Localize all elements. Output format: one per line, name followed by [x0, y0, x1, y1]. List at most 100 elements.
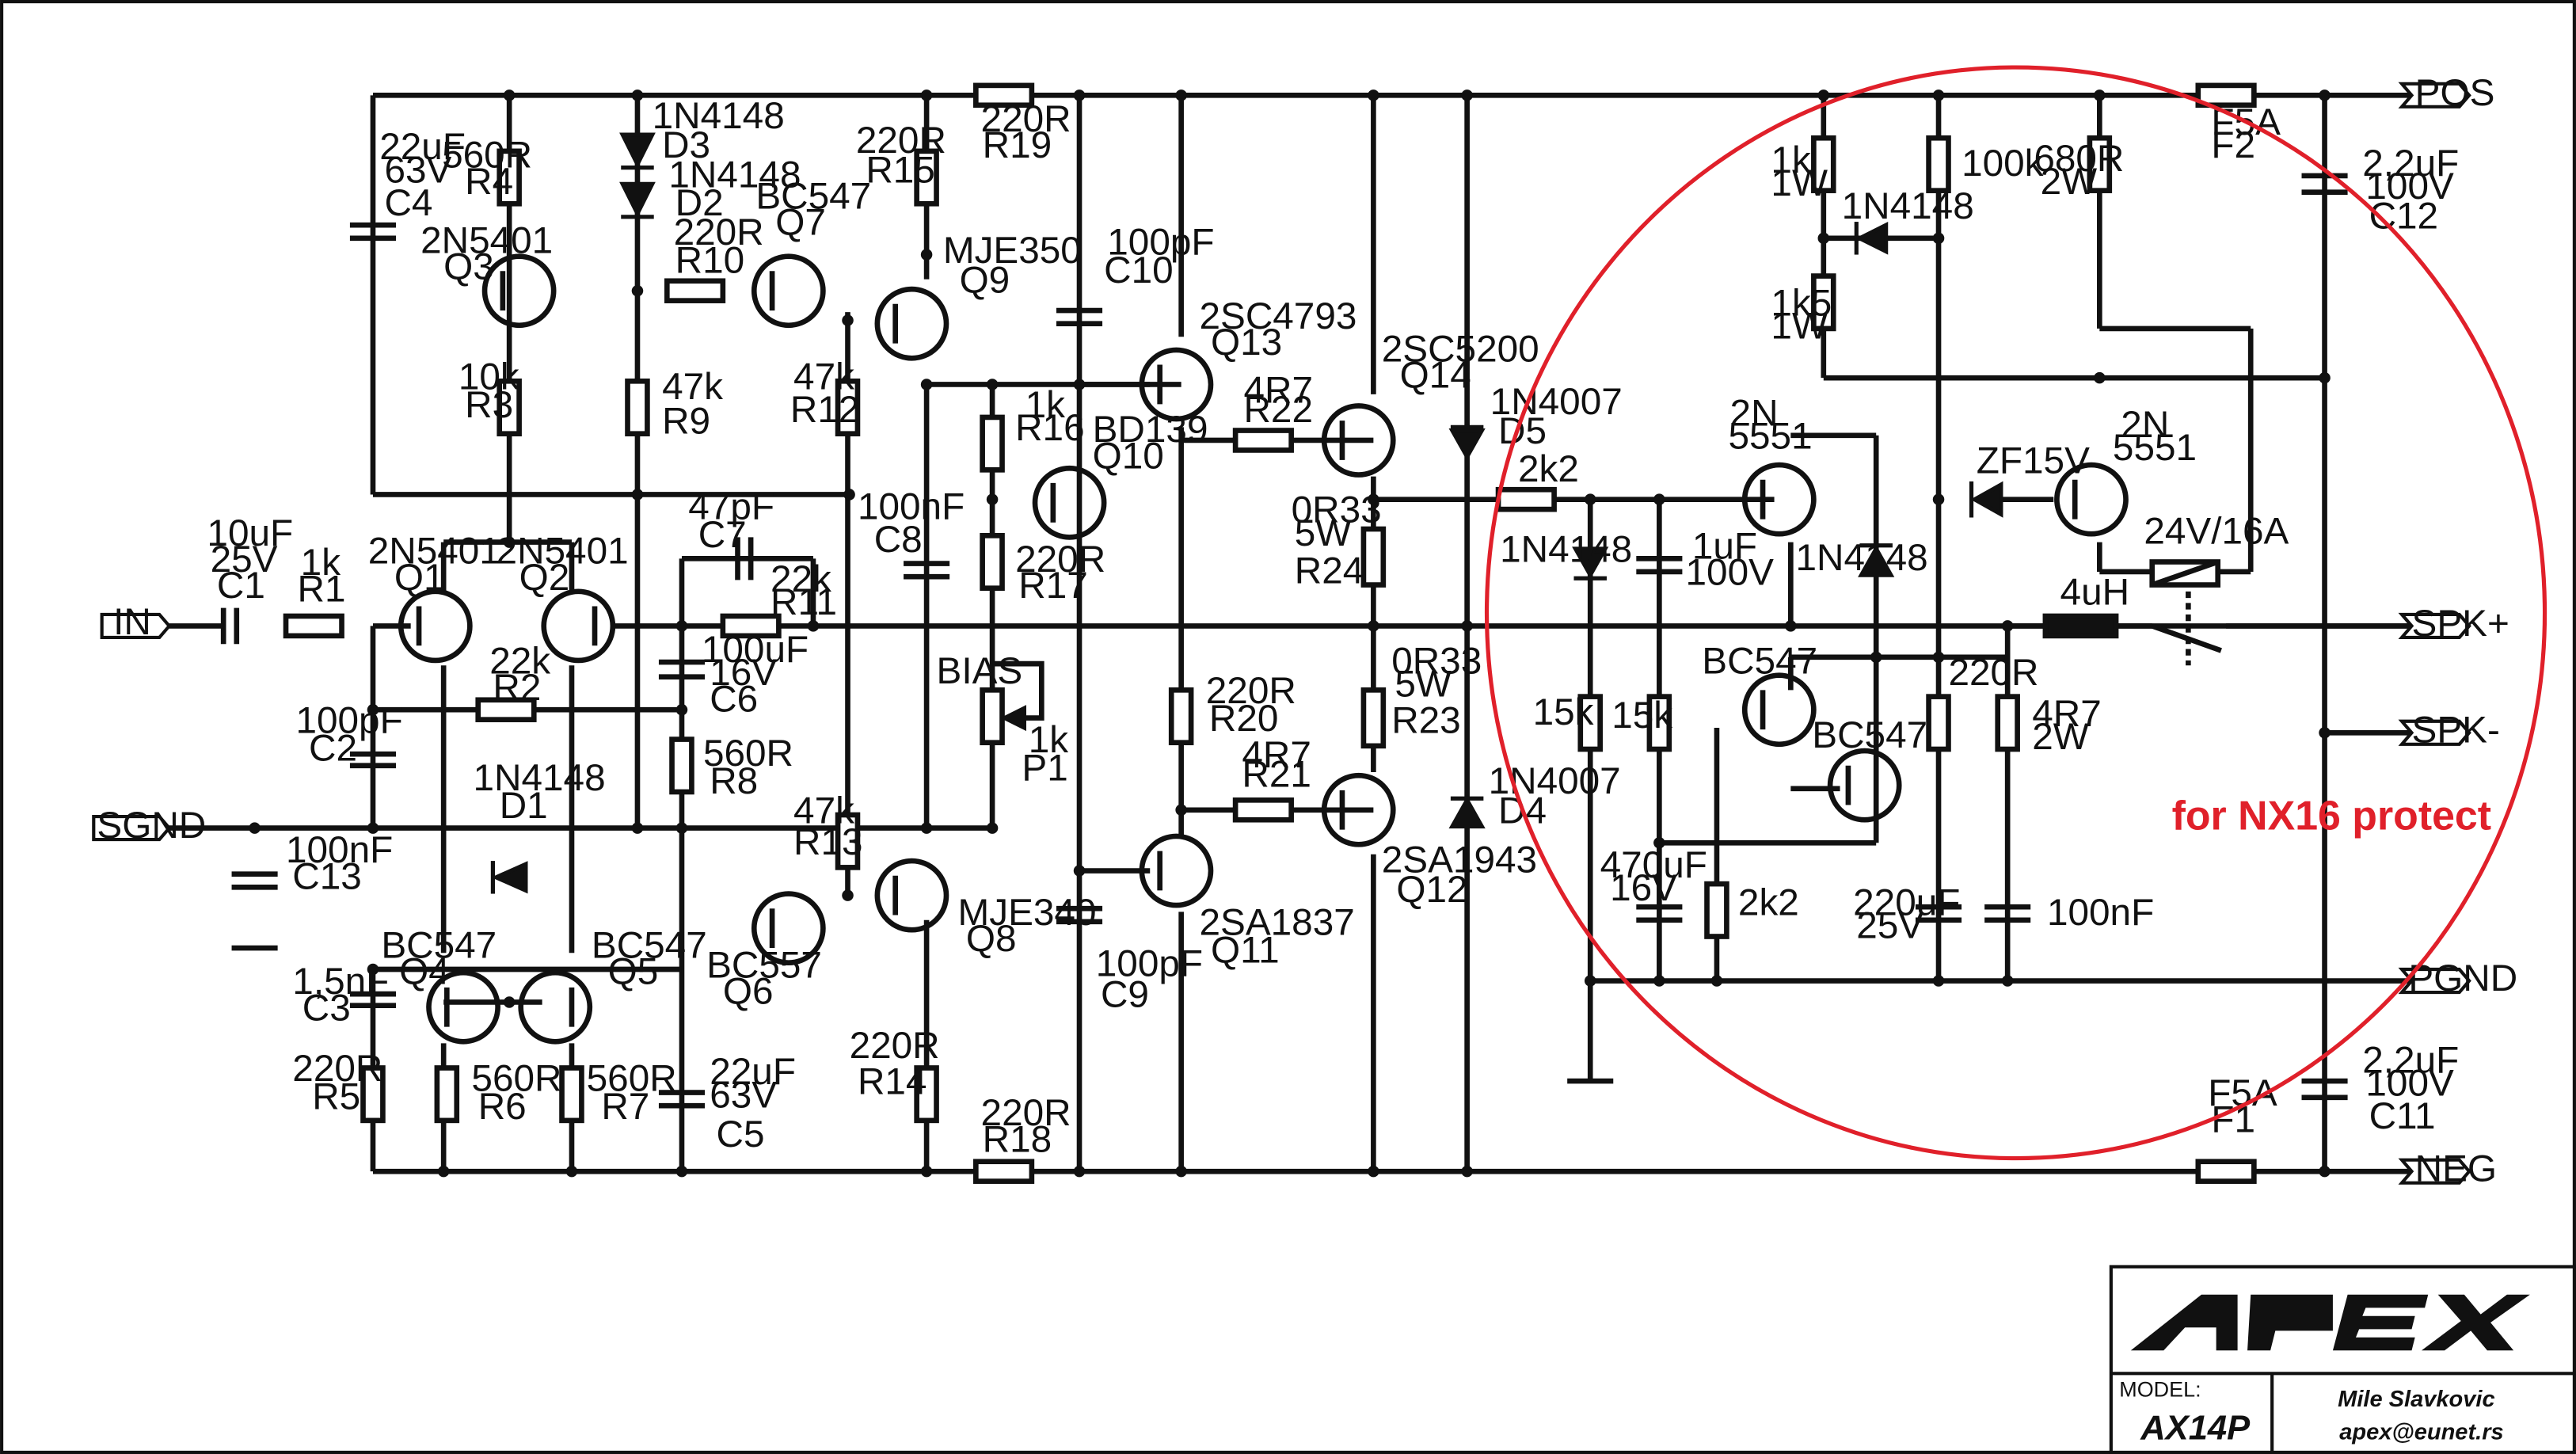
label-p-bc2: BC547 [1812, 714, 1927, 756]
label-p-l: 4uH [2060, 571, 2130, 613]
label-p-zener: ZF15V [1977, 440, 2090, 481]
capacitors [220, 173, 2348, 1109]
terminals: IN SGND POS NEG SPK+ SPK- PGND [92, 72, 2517, 1190]
label-p-c100n: 100nF [2047, 892, 2154, 934]
resistors [283, 82, 2257, 1184]
label-r21: 4R7R21 [1242, 734, 1311, 796]
label-p-r100k: 100k [1961, 143, 2044, 185]
model-caption: MODEL: [2119, 1377, 2201, 1401]
port-spk-plus: SPK+ [2398, 603, 2509, 645]
port-pos: POS [2398, 72, 2495, 114]
apex-logo [2130, 1294, 2530, 1351]
protect-highlight-ellipse [1484, 65, 2547, 1161]
svg-text:SGND: SGND [97, 805, 206, 847]
svg-text:SPK-: SPK- [2412, 710, 2500, 752]
svg-text:IN: IN [113, 601, 151, 643]
port-in: IN [100, 601, 224, 643]
label-p-d-mid: 1N4148 [1796, 537, 1928, 579]
protect-annotation: for NX16 protect [2172, 793, 2491, 839]
port-neg: NEG [2398, 1148, 2497, 1190]
label-p-relay: 24V/16A [2144, 511, 2289, 553]
label-p-d-top: 1N4148 [1842, 185, 1974, 227]
junction-dots [249, 89, 2331, 1178]
author-email: apex@eunet.rs [2339, 1419, 2503, 1444]
port-spk-minus: SPK- [2398, 710, 2500, 752]
label-p-r220: 220R [1948, 652, 2038, 694]
svg-text:POS: POS [2415, 72, 2495, 114]
label-p-r15k-a: 15k [1533, 691, 1594, 733]
model-name: AX14P [2140, 1409, 2251, 1447]
label-p-r2k2: 2k2 [1518, 448, 1579, 490]
svg-text:NEG: NEG [2415, 1148, 2497, 1190]
label-p-d-left: 1N4148 [1500, 529, 1632, 571]
port-pgnd: PGND [2398, 957, 2517, 999]
label-p-r15k-b: 15k [1611, 695, 1672, 737]
label-p-bc1: BC547 [1702, 641, 1817, 683]
svg-text:PGND: PGND [2408, 957, 2517, 999]
title-block: MODEL: AX14P Mile Slavkovic apex@eunet.r… [2109, 1265, 2576, 1454]
label-p-r2k2b: 2k2 [1738, 882, 1799, 924]
diodes [490, 132, 2003, 894]
